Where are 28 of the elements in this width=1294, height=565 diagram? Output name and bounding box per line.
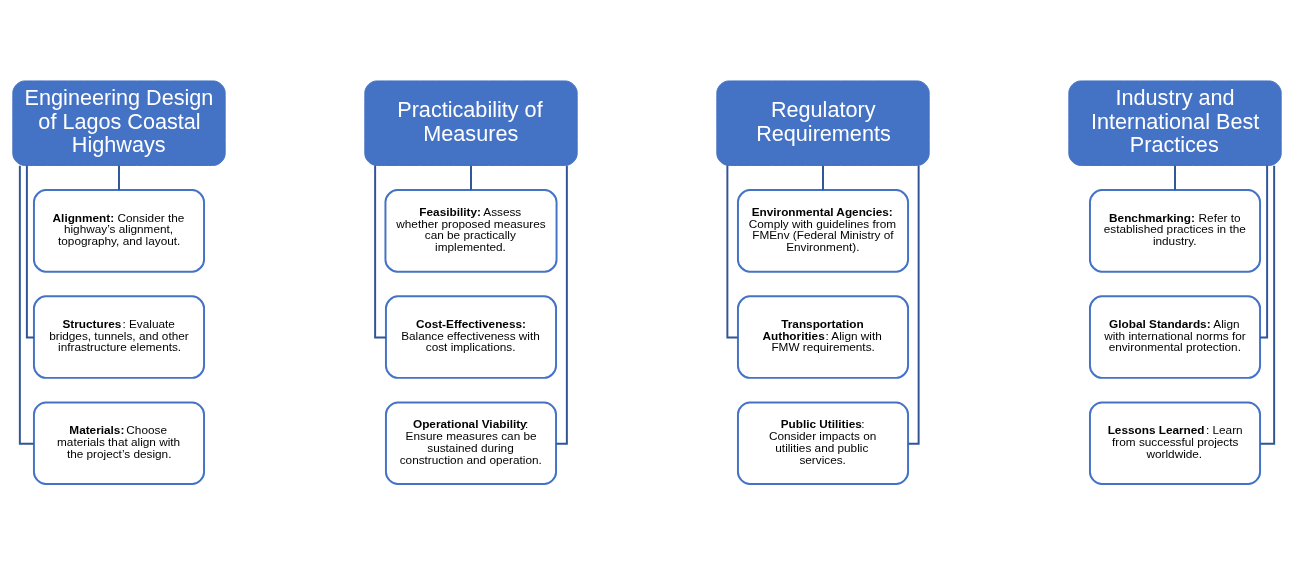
connector: [907, 164, 920, 445]
node-box: Industry and International Best Practices: [1068, 80, 1282, 166]
node-box: Structures: Evaluate bridges, tunnels, and other infrastructure elements.: [32, 295, 206, 379]
connector: [1174, 164, 1176, 192]
node-box: Regulatory Requirements: [716, 80, 930, 166]
connector: [18, 164, 35, 445]
connector: [822, 164, 824, 192]
connector: [374, 164, 387, 339]
node-box: Lessons Learned: Learn from successful projects worldwide.: [1088, 401, 1262, 486]
node-box: Benchmarking: Refer to established practices in the industry.: [1088, 189, 1262, 273]
node-box: Materials: Choose materials that align with the project’s design.: [32, 401, 206, 486]
node-box: Cost-Effectiveness: Balance effectiveness with cost implications.: [384, 295, 558, 379]
connector: [1259, 164, 1276, 445]
node-box: Feasibility: Assess whether proposed measures can be practically implemented.: [384, 189, 558, 273]
node-box: Public Utilities: Consider impacts on utilities and public services.: [736, 401, 910, 486]
node-box: Operational Viability: Ensure measures can be sustained during construction and operation.: [384, 401, 558, 486]
connector: [470, 164, 472, 192]
connector: [1259, 164, 1269, 339]
node-box: Environmental Agencies: Comply with guidelines from FMEnv (Federal Ministry of Environment).: [736, 189, 910, 273]
connector: [555, 164, 568, 445]
connector: [118, 164, 120, 192]
connector: [25, 164, 35, 339]
node-box: Global Standards: Align with international norms for environmental protection.: [1088, 295, 1262, 379]
node-box: Engineering Design of Lagos Coastal Highways: [12, 80, 226, 166]
connector: [726, 164, 739, 339]
node-box: Practicability of Measures: [364, 80, 578, 166]
node-box: Alignment: Consider the highway’s alignment, topography, and layout.: [32, 189, 206, 273]
node-box: Transportation Authorities: Align with FMW requirements.: [736, 295, 910, 379]
